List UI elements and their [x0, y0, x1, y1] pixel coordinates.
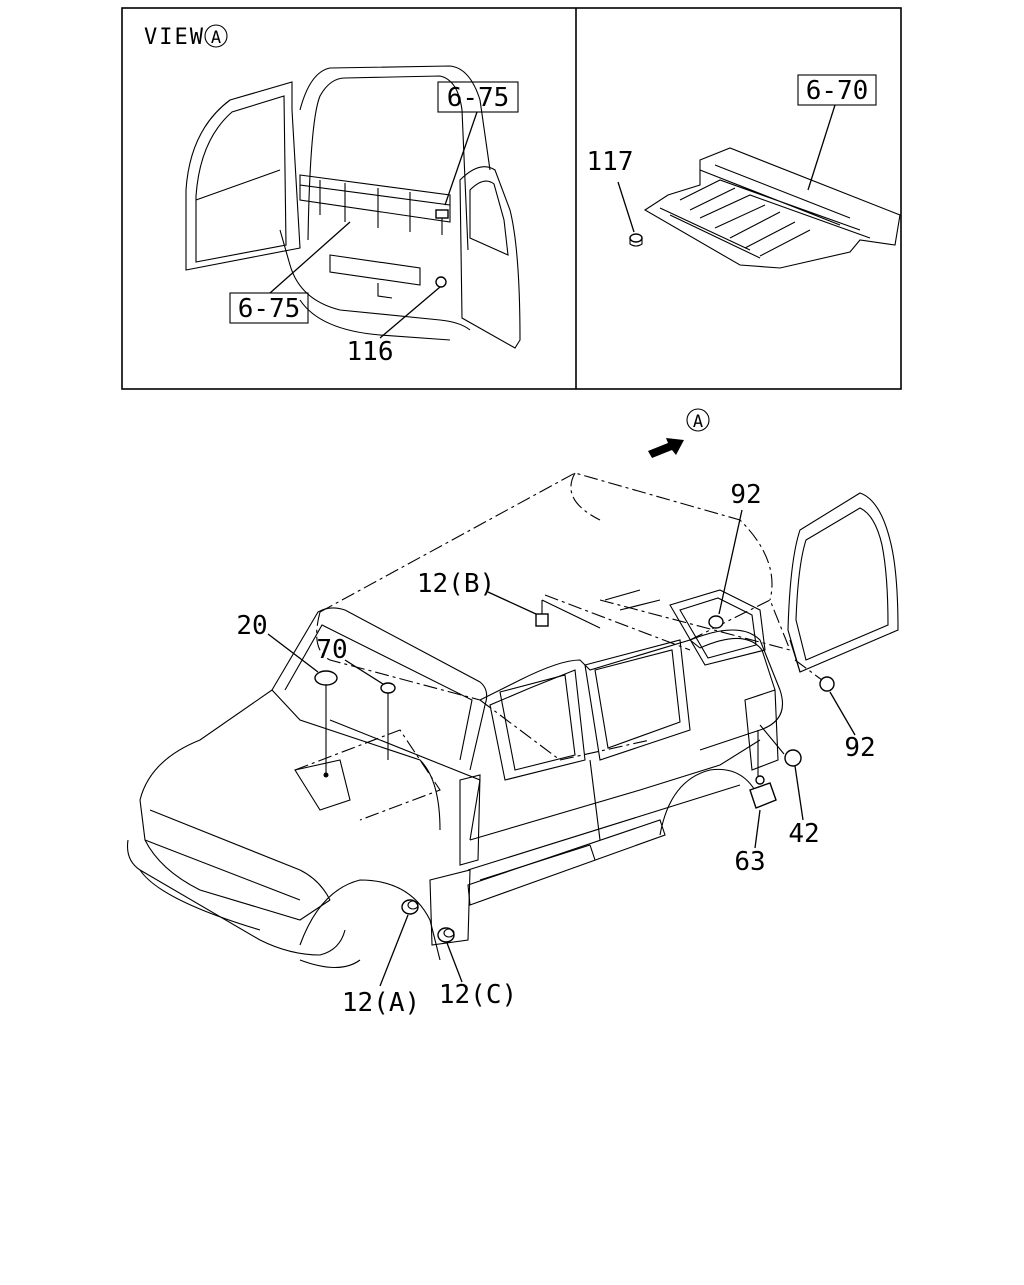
- part-12c: [437, 927, 455, 943]
- label-20: 20: [236, 611, 267, 641]
- label-92-top: 92: [730, 480, 761, 510]
- label-12b: 12(B): [417, 569, 495, 599]
- nut-116: [435, 276, 447, 288]
- part-12b: [535, 599, 601, 629]
- ref-box-6-75-bottom: [229, 292, 309, 324]
- inset-floor: 6-70 117: [587, 74, 901, 269]
- label-12a: 12(A): [342, 988, 420, 1018]
- view-arrow-marker: A: [693, 412, 703, 432]
- part-92-top: [708, 615, 724, 629]
- bolt-6-75: [435, 209, 449, 235]
- part-12a: [401, 899, 419, 915]
- view-marker: A: [211, 28, 221, 48]
- part-63: [749, 730, 777, 809]
- ref-6-75-top: 6-75: [447, 83, 510, 113]
- rear-left-door: [185, 81, 301, 271]
- view-label: VIEW: [144, 25, 205, 50]
- view-a-arrow: A: [648, 408, 710, 458]
- ref-6-70: 6-70: [806, 76, 869, 106]
- ref-box-6-75-top: [437, 81, 519, 113]
- label-42: 42: [788, 819, 819, 849]
- label-63: 63: [734, 847, 765, 877]
- label-92-right: 92: [844, 733, 875, 763]
- ref-6-75-bottom: 6-75: [238, 294, 301, 324]
- vehicle-body: [126, 472, 899, 968]
- rear-body: [279, 65, 491, 341]
- label-116: 116: [347, 337, 394, 367]
- inset-view-a: VIEW A: [144, 24, 521, 367]
- rear-right-door: [459, 166, 521, 349]
- rear-door-main: [787, 492, 899, 673]
- ref-box-6-70: [797, 74, 877, 106]
- view-marker-circle: [204, 24, 228, 48]
- part-70: [380, 682, 396, 760]
- label-70: 70: [316, 635, 347, 665]
- label-117: 117: [587, 147, 634, 177]
- part-20: [314, 670, 338, 778]
- part-42: [784, 749, 802, 767]
- inset-frame: [121, 7, 902, 390]
- part-92-right: [794, 659, 835, 692]
- label-12c: 12(C): [439, 980, 517, 1010]
- plug-117: [629, 233, 643, 247]
- floor-panel: [643, 147, 901, 269]
